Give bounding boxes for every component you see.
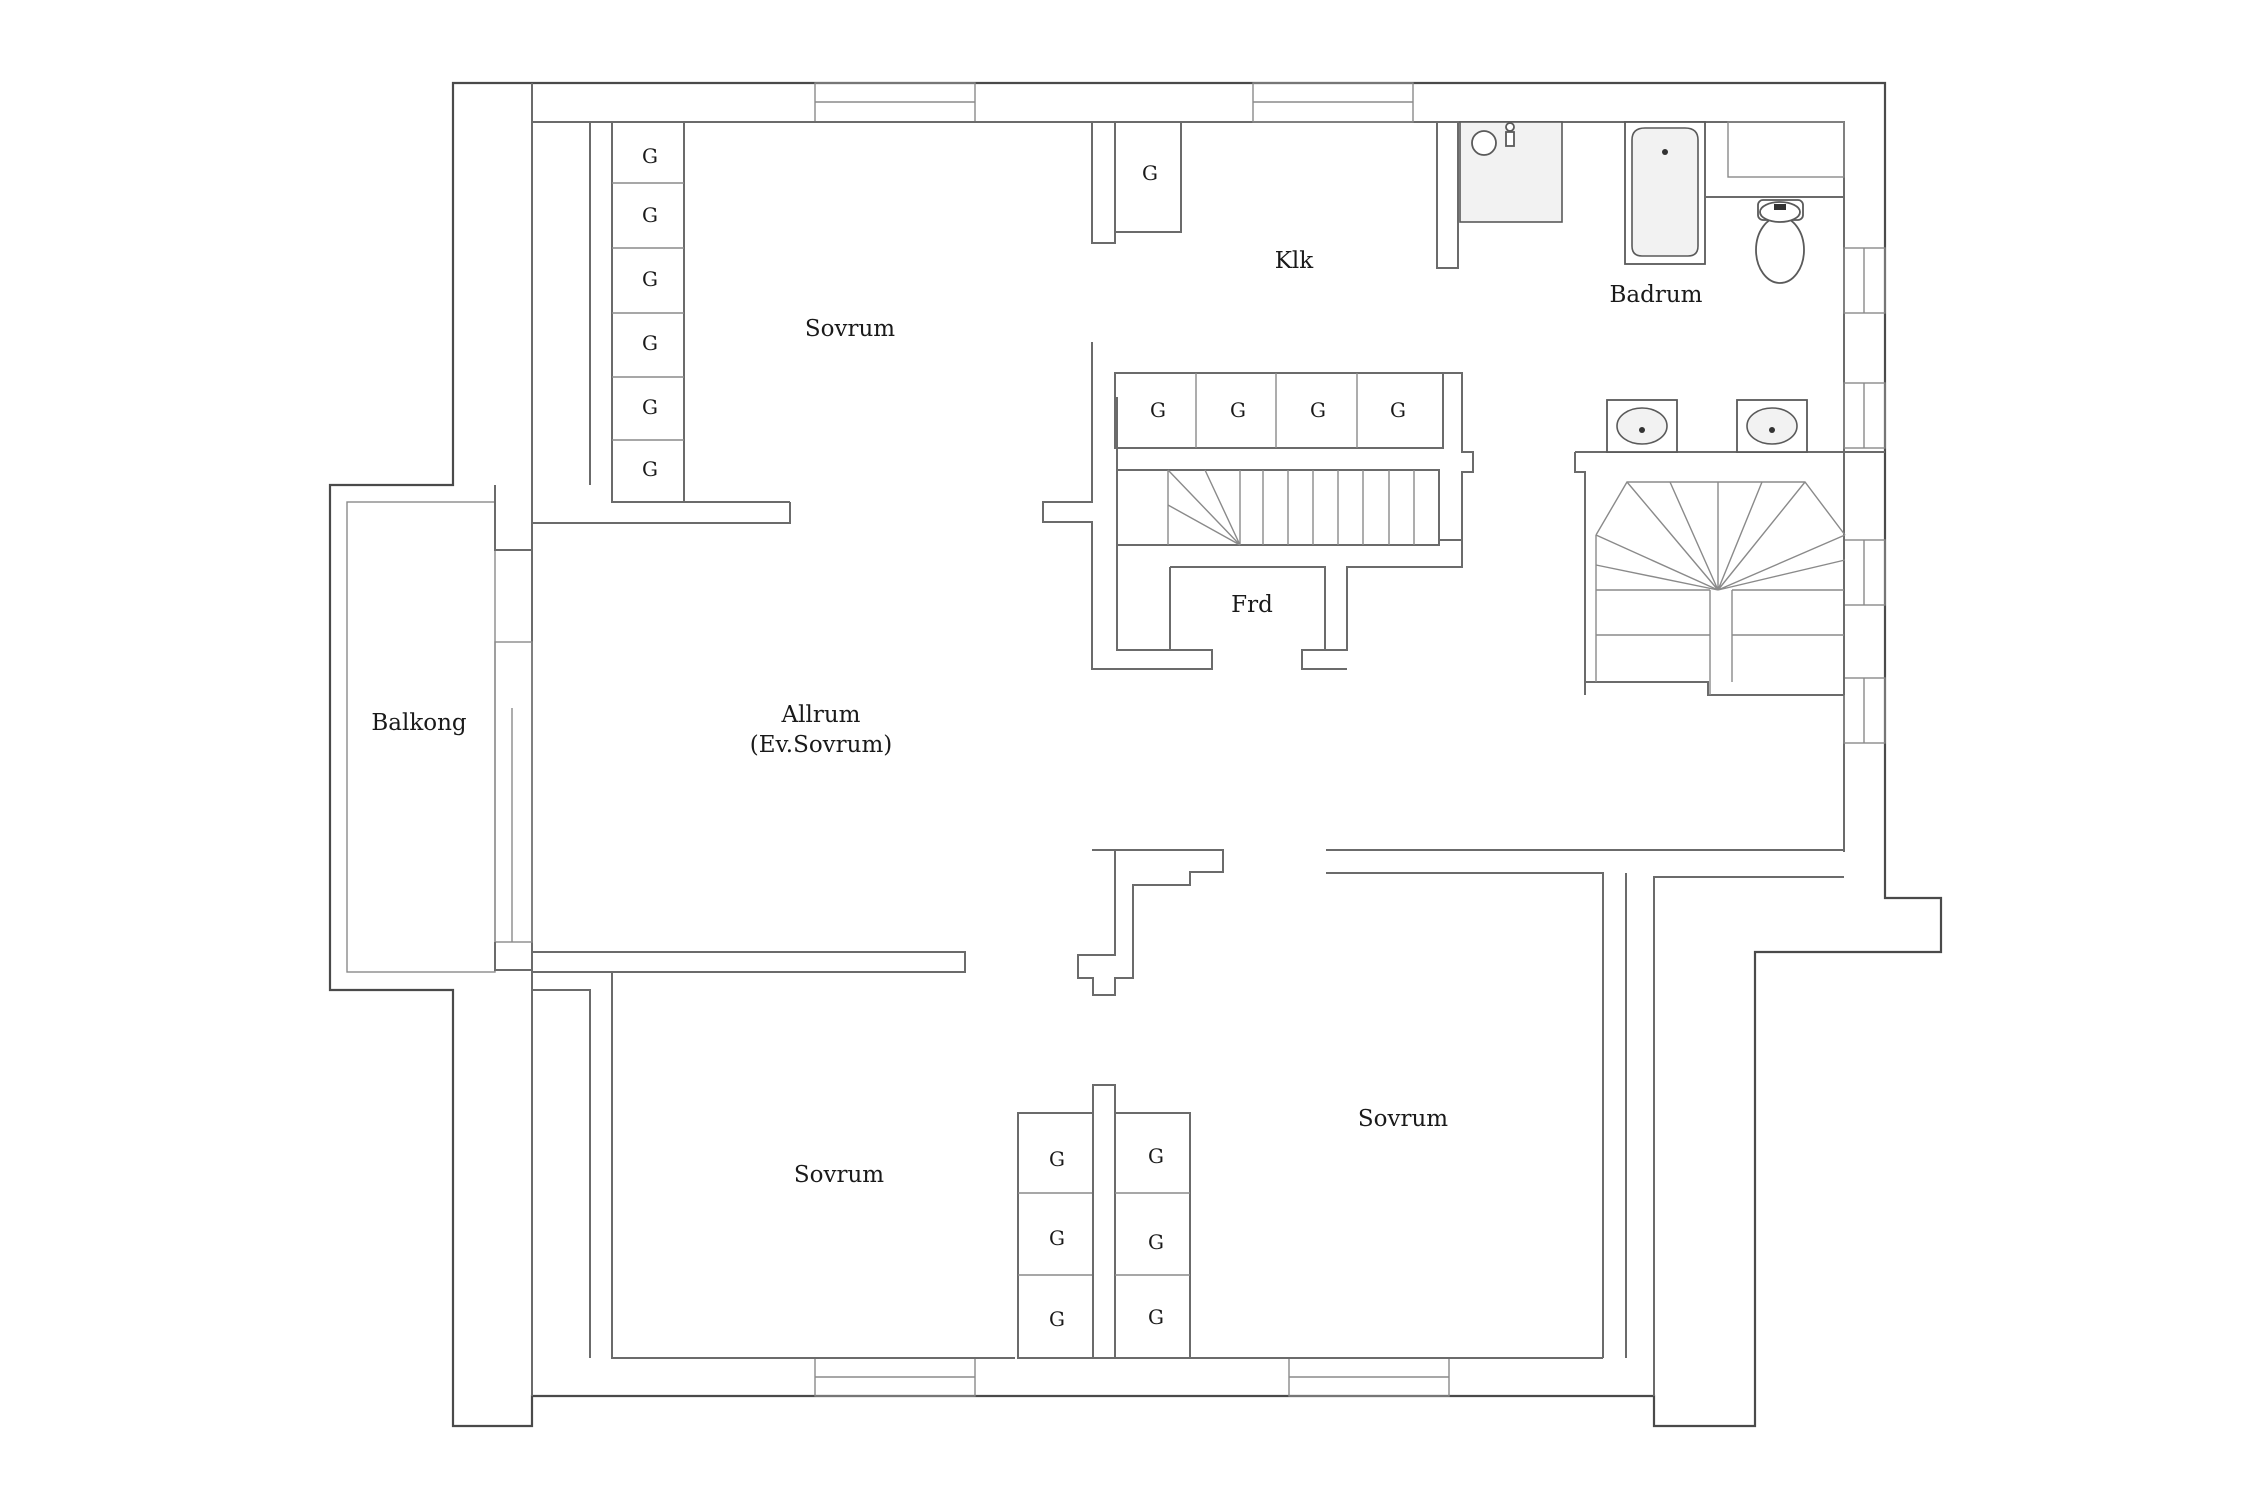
room-labels: Sovrum Klk Badrum Frd Balkong Allrum (Ev… [371,248,1702,1188]
closet-label: G [1049,1147,1065,1171]
closet-label: G [1148,1144,1164,1168]
closet-label: G [1049,1226,1065,1250]
closet-label: G [1148,1305,1164,1329]
closet-label: G [1310,398,1326,422]
room-label-frd: Frd [1231,592,1273,618]
bathroom [1436,121,1885,453]
room-label-sovrum-sw: Sovrum [794,1162,884,1188]
kitchen-walls [1042,121,1474,670]
stair-center [1116,469,1463,670]
room-label-sovrum-nw: Sovrum [805,316,895,342]
closet-label: G [642,331,658,355]
closet-label: G [1150,398,1166,422]
closet-label: G [1049,1307,1065,1331]
frd-walls [1169,566,1326,651]
room-label-allrum: Allrum [781,702,861,728]
closet-label: G [642,144,658,168]
center-partitions [532,849,1844,1359]
stair-east [1574,452,1846,696]
closet-label: G [642,203,658,227]
closet-label: G [1148,1230,1164,1254]
room-label-balkong: Balkong [371,710,467,736]
closet-label: G [642,457,658,481]
bottom-closets [1017,1084,1603,1359]
room-label-sovrum-se: Sovrum [1358,1106,1448,1132]
room-label-allrum-sub: (Ev.Sovrum) [750,732,893,758]
closet-label: G [1142,161,1158,185]
room-label-klk: Klk [1275,248,1315,274]
closet-label: G [642,395,658,419]
closet-label: G [1390,398,1406,422]
closet-label: G [1230,398,1246,422]
nw-bedroom-walls [611,121,1181,503]
balcony-area [346,121,791,1358]
room-label-badrum: Badrum [1610,282,1703,308]
closet-label: G [642,267,658,291]
closet-labels: G G G G G G G G G G G G G G G G G [642,144,1406,1331]
